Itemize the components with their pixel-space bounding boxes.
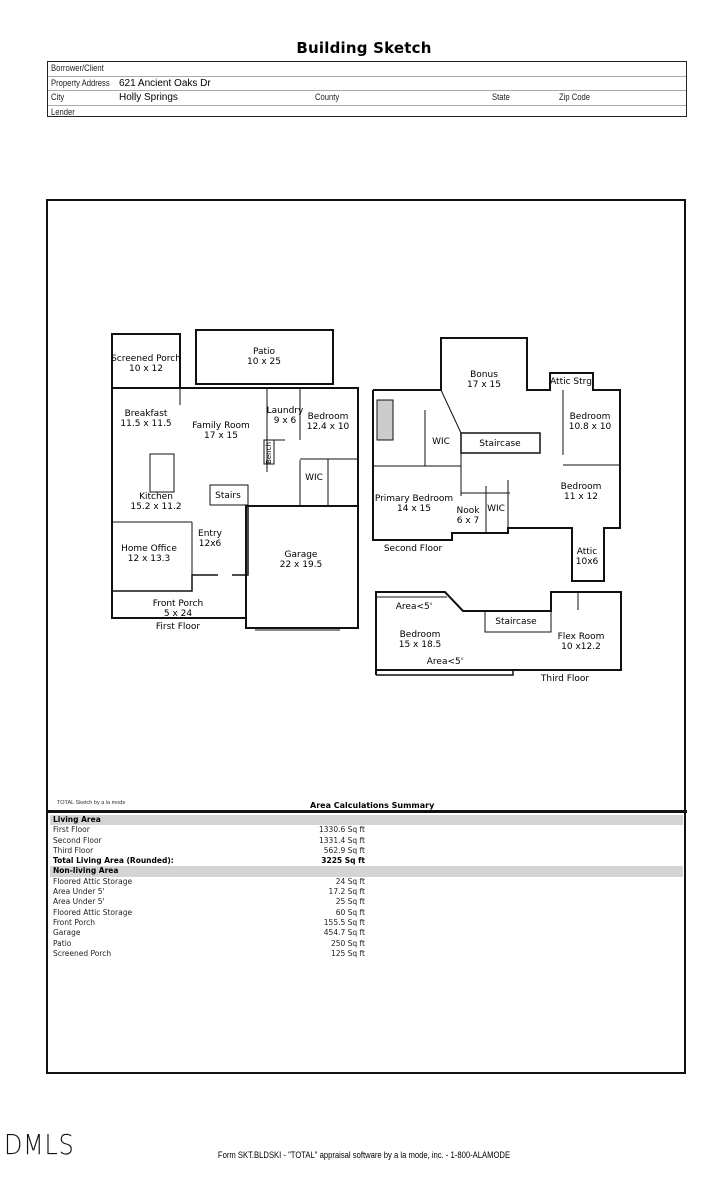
form-footer: Form SKT.BLDSKI - "TOTAL" appraisal soft… xyxy=(217,1150,511,1160)
row-label: Patio xyxy=(53,938,72,948)
table-row: Second Floor 1331.4 Sq ft xyxy=(50,836,683,846)
floor-plan-drawing xyxy=(111,329,622,676)
row-value: 24 Sq ft xyxy=(335,876,365,886)
table-row: Garage 454.7 Sq ft xyxy=(50,928,683,938)
table-row: Third Floor 562.9 Sq ft xyxy=(50,846,683,856)
attic-storage-label: Attic Strg xyxy=(550,377,592,387)
row-label: Floored Attic Storage xyxy=(53,907,133,917)
living-area-header: Living Area xyxy=(50,815,683,826)
city-row: City Holly Springs County State Zip Code xyxy=(48,91,686,106)
row-label: Screened Porch xyxy=(53,948,112,958)
row-label: Area Under 5' xyxy=(53,887,105,897)
row-label: Second Floor xyxy=(53,835,102,845)
table-row: Patio 250 Sq ft xyxy=(50,939,683,949)
first-floor-label: First Floor xyxy=(155,622,201,632)
first-floor-wic: WIC xyxy=(305,473,323,483)
total-row: Total Living Area (Rounded): 3225 Sq ft xyxy=(50,856,683,866)
page-title: Building Sketch xyxy=(296,39,432,57)
row-value: 155.5 Sq ft xyxy=(323,917,365,927)
row-label: Floored Attic Storage xyxy=(53,876,133,886)
second-floor-wic-2: WIC xyxy=(487,504,505,514)
section-label: Living Area xyxy=(53,815,101,824)
area-summary-title: Area Calculations Summary xyxy=(310,801,435,810)
second-floor-plan xyxy=(372,337,621,582)
row-label: Area Under 5' xyxy=(53,897,105,907)
row-value: 454.7 Sq ft xyxy=(323,928,365,938)
row-label: Total Living Area (Rounded): xyxy=(53,856,174,866)
table-row: First Floor 1330.6 Sq ft xyxy=(50,825,683,835)
second-floor-label: Second Floor xyxy=(383,544,443,554)
divider xyxy=(46,810,687,813)
borrower-label: Borrower/Client xyxy=(51,63,104,73)
row-label: First Floor xyxy=(53,825,90,835)
row-value: 3225 Sq ft xyxy=(321,856,365,866)
third-floor-staircase: Staircase xyxy=(495,617,537,627)
area-summary-table: Living Area First Floor 1330.6 Sq ft Seco… xyxy=(50,815,683,959)
third-floor-label: Third Floor xyxy=(540,674,590,684)
second-floor-staircase: Staircase xyxy=(479,439,521,449)
row-value: 125 Sq ft xyxy=(330,948,365,958)
row-label: Third Floor xyxy=(53,845,94,855)
table-row: Screened Porch 125 Sq ft xyxy=(50,949,683,959)
row-value: 17.2 Sq ft xyxy=(328,887,365,897)
address-value: 621 Ancient Oaks Dr xyxy=(119,77,211,89)
first-floor-bench: Bench xyxy=(265,442,273,464)
address-label: Property Address xyxy=(51,77,110,88)
row-value: 1330.6 Sq ft xyxy=(319,825,365,835)
table-row: Area Under 5' 25 Sq ft xyxy=(50,897,683,907)
table-row: Area Under 5' 17.2 Sq ft xyxy=(50,887,683,897)
property-header: Borrower/Client Property Address 621 Anc… xyxy=(47,61,687,117)
dmls-logo: DMLS xyxy=(4,1128,75,1161)
row-label: Front Porch xyxy=(53,917,95,927)
lender-row: Lender xyxy=(48,106,686,120)
third-floor-plan xyxy=(375,591,622,676)
row-value: 60 Sq ft xyxy=(335,907,365,917)
second-floor-wic-1: WIC xyxy=(432,437,450,447)
table-row: Floored Attic Storage 60 Sq ft xyxy=(50,908,683,918)
borrower-row: Borrower/Client xyxy=(48,62,686,77)
nonliving-area-header: Non-living Area xyxy=(50,866,683,877)
row-value: 562.9 Sq ft xyxy=(323,845,365,855)
row-value: 250 Sq ft xyxy=(330,938,365,948)
city-label: City xyxy=(51,92,65,102)
state-label: State xyxy=(492,92,510,102)
table-row: Floored Attic Storage 24 Sq ft xyxy=(50,877,683,887)
first-floor-plan xyxy=(111,329,359,631)
sketch-credit: TOTAL Sketch by a la mode xyxy=(57,800,126,806)
sketch-frame xyxy=(46,199,686,1074)
row-label: Garage xyxy=(53,928,81,938)
section-label: Non-living Area xyxy=(53,866,119,876)
table-row: Front Porch 155.5 Sq ft xyxy=(50,918,683,928)
zip-label: Zip Code xyxy=(559,92,591,102)
county-label: County xyxy=(315,92,340,102)
row-value: 1331.4 Sq ft xyxy=(319,835,365,845)
first-floor-stairs: Stairs xyxy=(215,491,241,501)
row-value: 25 Sq ft xyxy=(335,897,365,907)
area-under-5-label-2: Area<5' xyxy=(426,657,464,667)
lender-label: Lender xyxy=(51,106,75,117)
address-row: Property Address 621 Ancient Oaks Dr xyxy=(48,77,686,91)
city-value: Holly Springs xyxy=(119,92,178,103)
area-under-5-label-1: Area<5' xyxy=(395,602,433,612)
